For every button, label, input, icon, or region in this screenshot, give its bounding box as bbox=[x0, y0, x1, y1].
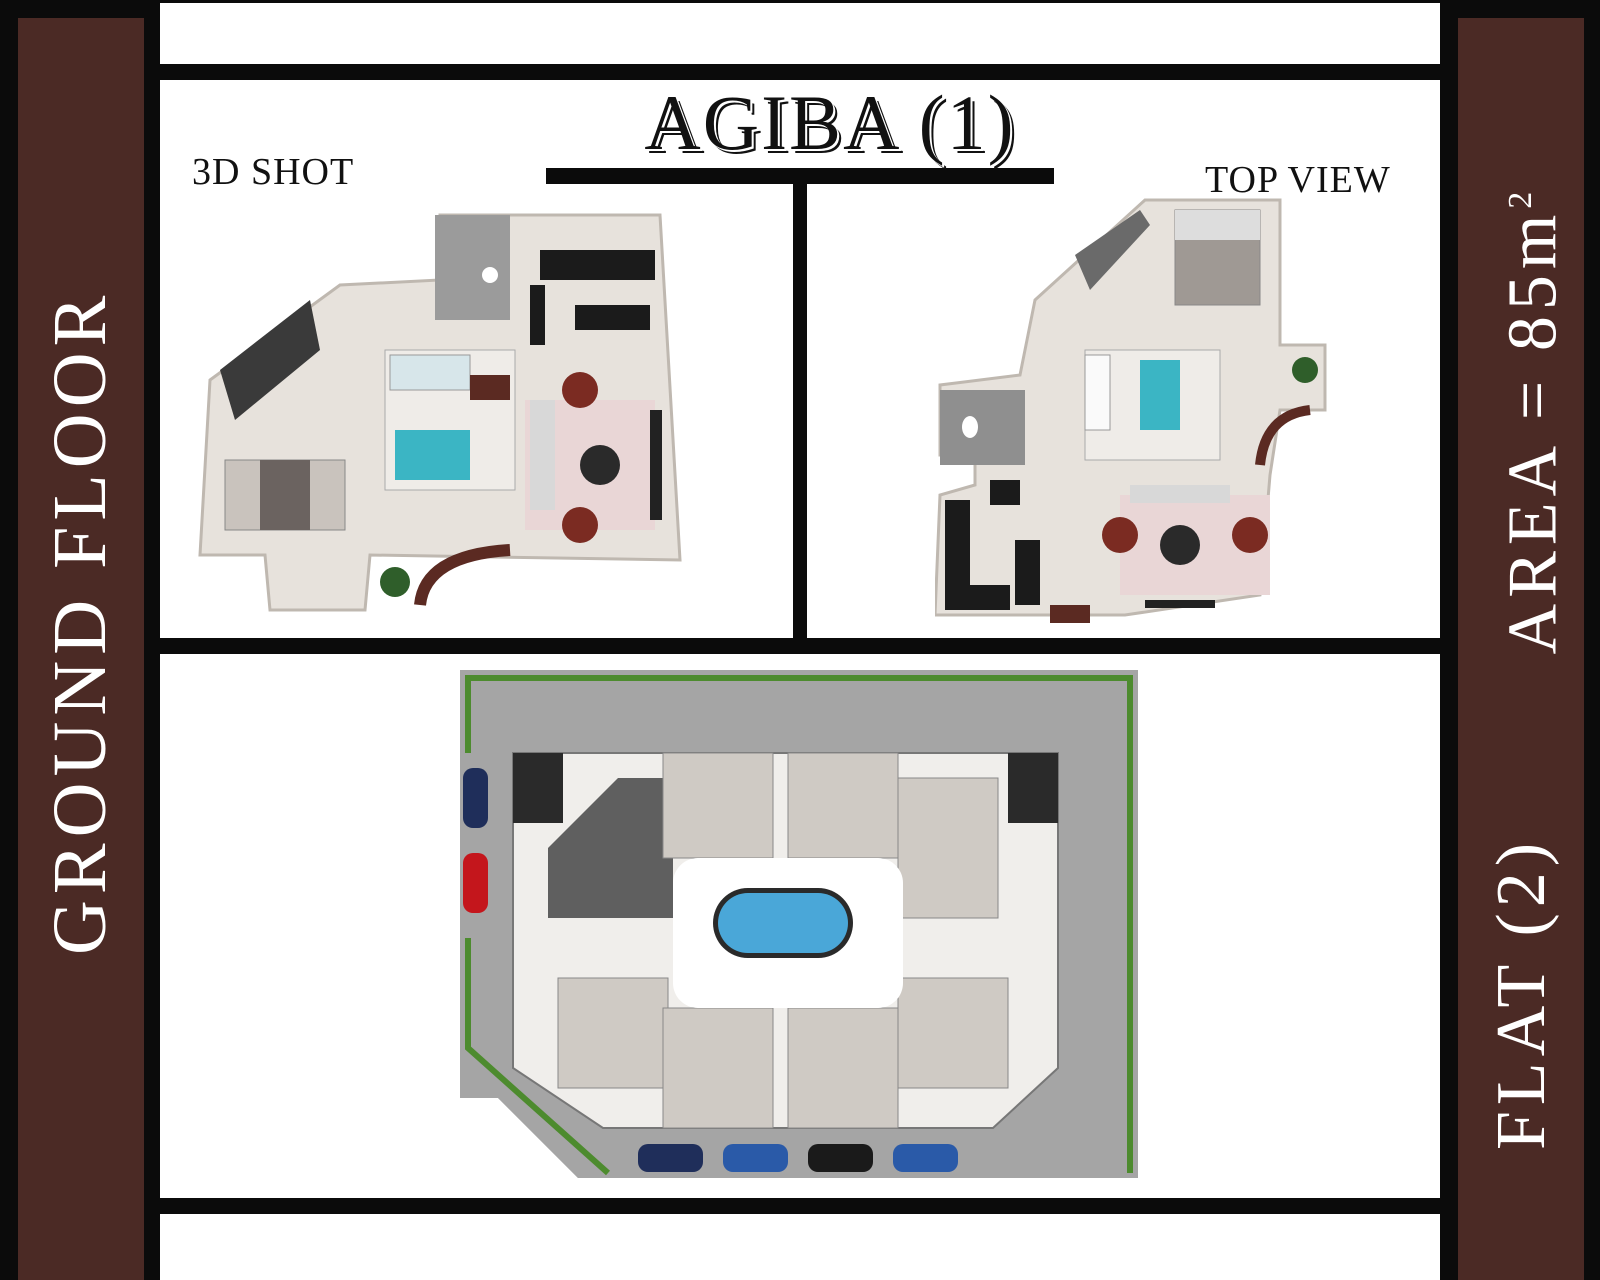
title-underline bbox=[546, 168, 1054, 184]
page-title: AGIBA (1) bbox=[644, 79, 1016, 166]
right-banner bbox=[1458, 18, 1584, 1280]
floorplan-3d-illustration bbox=[198, 213, 682, 612]
site-plan-illustration bbox=[460, 670, 1138, 1178]
area-superscript: 2 bbox=[1502, 185, 1539, 209]
topview-caption: TOP VIEW bbox=[1205, 159, 1391, 201]
shot3d-caption: 3D SHOT bbox=[192, 151, 355, 193]
floorplan-topview-illustration bbox=[935, 198, 1327, 623]
frame-top-line bbox=[160, 0, 1440, 3]
area-text: AREA = 85m bbox=[1494, 208, 1572, 655]
frame-vertical-divider bbox=[793, 178, 807, 640]
area-label: AREA = 85m2 bbox=[1481, 145, 1571, 695]
ground-floor-label: GROUND FLOOR bbox=[38, 289, 122, 955]
frame-upper-bar bbox=[160, 64, 1440, 80]
frame-lower-bar bbox=[160, 1198, 1440, 1214]
flat-label: FLAT (2) bbox=[1483, 836, 1560, 1150]
frame-middle-bar bbox=[160, 638, 1440, 654]
left-banner bbox=[18, 18, 144, 1280]
